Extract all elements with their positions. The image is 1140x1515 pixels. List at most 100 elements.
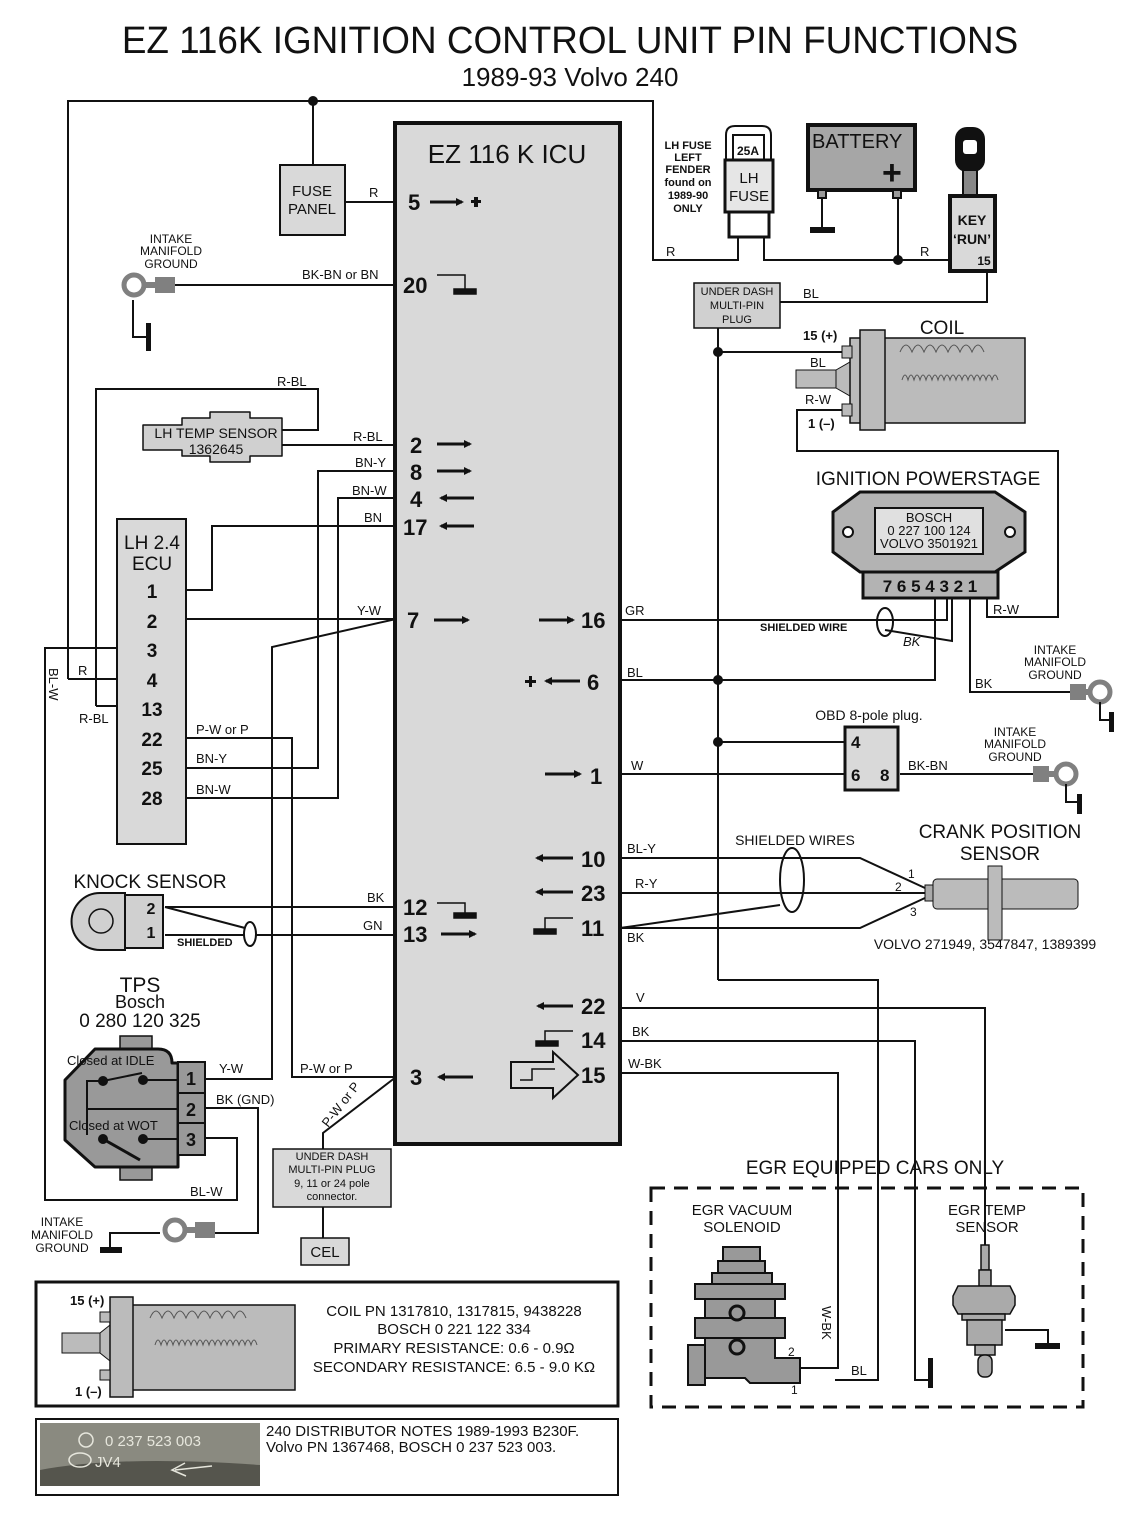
ground-symbol-icon [533,917,573,935]
svg-text:VOLVO 271949, 3547847, 1389399: VOLVO 271949, 3547847, 1389399 [874,936,1097,952]
wire-bk-crank [620,897,926,929]
wire-blw [44,647,238,1201]
wire-yw-tps [205,618,397,1080]
knock-sensor: KNOCK SENSOR 2 1 SHIELDED [70,872,257,951]
svg-text:2: 2 [788,1345,795,1359]
svg-text:UNDER DASH: UNDER DASH [701,286,774,298]
svg-text:SECONDARY RESISTANCE: 6.5 - 9.: SECONDARY RESISTANCE: 6.5 - 9.0 KΩ [313,1359,595,1376]
svg-text:BK-BN: BK-BN [908,758,948,773]
svg-text:BATTERY: BATTERY [812,131,902,153]
wire-bn [186,525,396,591]
wire-bk-14 [620,1040,928,1381]
wire-label-wbk: W-BK [628,1056,662,1071]
svg-text:13: 13 [141,700,162,721]
shield-icon [779,847,805,913]
svg-text:LEFT: LEFT [674,152,702,164]
svg-text:3: 3 [147,641,158,662]
junction-dot [713,737,723,747]
wire-top-bus [67,100,739,650]
battery: BATTERY + R [806,123,929,259]
pin-6: 6 [587,670,599,695]
svg-text:MANIFOLD: MANIFOLD [31,1228,93,1242]
shield-icon [243,921,257,947]
svg-text:2: 2 [147,901,156,918]
svg-text:PRIMARY RESISTANCE: 0.6 - 0.9: PRIMARY RESISTANCE: 0.6 - 0.9Ω [333,1340,574,1357]
pin-17: 17 [403,515,427,540]
pin-13: 13 [403,922,427,947]
svg-text:LH: LH [739,170,758,187]
ignition-coil: COIL 15 (+) BL R-W 1 (–) [795,318,1026,431]
wire-knock-shield [164,906,246,929]
svg-text:ECU: ECU [132,554,172,575]
svg-text:GROUND: GROUND [35,1241,89,1255]
coil-note-box: 15 (+) 1 (–) COIL PN 1317810, 1317815, 9… [34,1280,620,1408]
wire-wbk [620,1072,839,1369]
svg-text:KEY: KEY [958,212,987,228]
svg-text:BL: BL [803,286,819,301]
intake-manifold-ground-4: INTAKE MANIFOLD GROUND [31,1215,215,1255]
svg-text:2: 2 [186,1100,196,1120]
wire-ground-stub [132,300,148,338]
pin-5: 5 [408,190,420,215]
under-dash-plug-2: UNDER DASH MULTI-PIN PLUG 9, 11 or 24 po… [272,1148,392,1208]
svg-text:COIL PN 1317810, 1317815, 9438: COIL PN 1317810, 1317815, 9438228 [326,1303,581,1320]
svg-text:LH FUSE: LH FUSE [664,140,711,152]
svg-text:EGR VACUUM: EGR VACUUM [692,1202,793,1219]
junctions [308,96,903,747]
wire-v [620,1007,986,1245]
wire-label-rbl: R-BL [277,374,307,389]
svg-text:UNDER DASH: UNDER DASH [296,1151,369,1163]
ground-symbol-icon [437,274,477,295]
svg-text:PANEL: PANEL [288,201,336,218]
wire-label-yw: Y-W [219,1061,244,1076]
lh-fuse: 25A LH FUSE LH FUSE LEFT FENDER found on… [664,125,775,259]
obd-plug: OBD 8-pole plug. 4 6 8 BK-BN [815,707,948,792]
svg-text:1362645: 1362645 [189,441,244,457]
svg-text:BK: BK [903,634,922,649]
svg-text:BOSCH 0 221 122 334: BOSCH 0 221 122 334 [377,1321,530,1338]
wire-label-blw: BL-W [46,668,61,701]
svg-text:1 (–): 1 (–) [808,416,835,431]
svg-text:Bosch: Bosch [115,992,165,1012]
lh-ecu: LH 2.4 ECU 1 2 3 4 13 22 25 28 [116,518,187,845]
svg-text:4: 4 [147,671,158,692]
svg-text:INTAKE: INTAKE [1034,643,1076,657]
svg-text:3: 3 [910,905,917,919]
svg-text:ONLY: ONLY [673,203,703,215]
wire-label-bk: BK [632,1024,650,1039]
wire-lhfuse-key [763,238,950,261]
svg-text:15: 15 [977,254,991,268]
svg-text:SHIELDED WIRE: SHIELDED WIRE [760,622,847,634]
svg-text:COIL: COIL [920,318,964,339]
svg-text:MANIFOLD: MANIFOLD [140,244,202,258]
svg-text:LH TEMP SENSOR: LH TEMP SENSOR [154,425,277,441]
icu-label: EZ 116 K ICU [428,139,586,169]
svg-text:BL: BL [851,1363,867,1378]
svg-text:SOLENOID: SOLENOID [703,1219,781,1236]
svg-text:FENDER: FENDER [665,164,710,176]
wire-label-bly: BL-Y [627,841,656,856]
svg-text:1 (–): 1 (–) [75,1384,102,1399]
svg-text:8: 8 [880,766,889,785]
pin-14: 14 [581,1028,606,1053]
svg-text:Closed at IDLE: Closed at IDLE [67,1053,155,1068]
wire-label-r: R [369,185,378,200]
wire-label-pw: P-W or P [300,1061,353,1076]
svg-text:1989-90: 1989-90 [668,190,708,202]
svg-text:found on: found on [664,177,711,189]
svg-text:9, 11 or 24 pole: 9, 11 or 24 pole [294,1178,370,1190]
wire-label-gn: GN [363,918,383,933]
wire-bk-gnd [205,1107,259,1234]
pin-15: 15 [581,1063,605,1088]
ignition-powerstage: IGNITION POWERSTAGE BOSCH 0 227 100 124 … [760,469,1040,691]
ignition-key: KEY ‘RUN’ 15 [948,127,997,273]
wire-label-bk: BK [627,930,645,945]
ground-symbol-icon [437,902,477,919]
junction-dot [308,96,318,106]
junction-dot [713,347,723,357]
pin-22: 22 [581,994,605,1019]
pin-2: 2 [410,433,422,458]
wire-gr-pin16 [620,598,948,621]
svg-text:3: 3 [186,1130,196,1150]
wire-label-gr: GR [625,603,645,618]
